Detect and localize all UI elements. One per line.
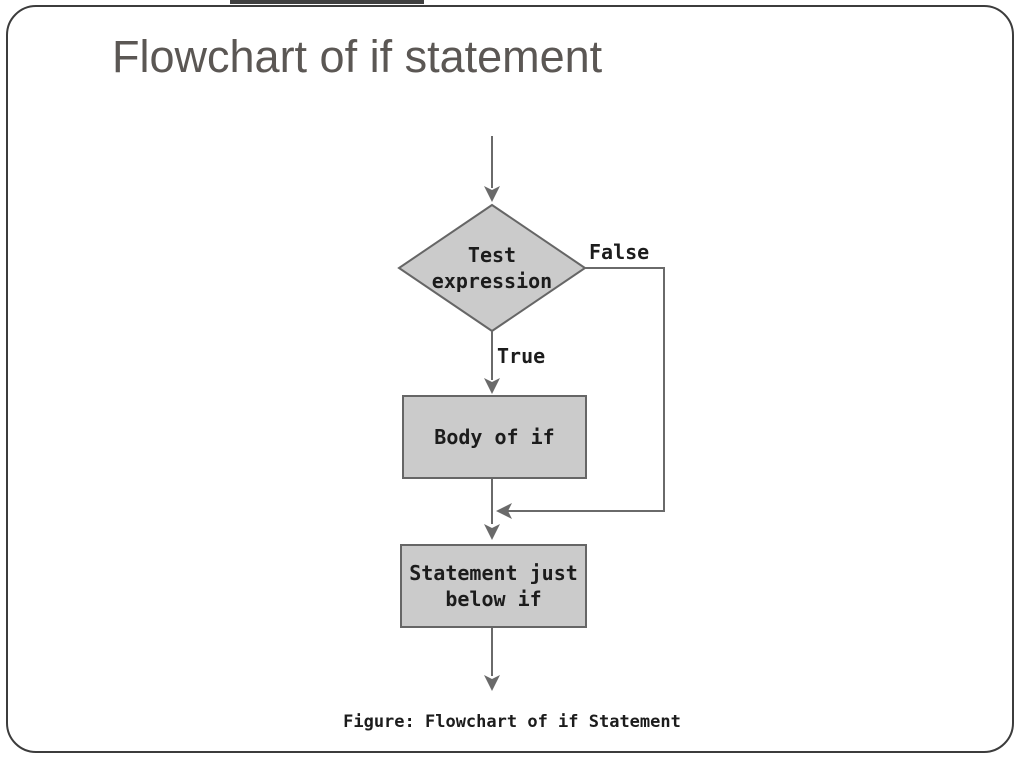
arrowhead-left-icon	[496, 503, 512, 519]
decision-label-line1: Test	[467, 243, 517, 267]
figure-caption: Figure: Flowchart of if Statement	[343, 712, 681, 732]
decision-label: Test expression	[399, 205, 585, 331]
join-arrow	[484, 479, 500, 540]
exit-arrow	[484, 628, 500, 691]
arrowhead-down-icon	[484, 524, 500, 540]
false-return-path	[496, 267, 665, 519]
arrowhead-down-icon	[484, 378, 500, 394]
slide-frame	[6, 5, 1014, 753]
statement-box-line1: Statement just	[409, 561, 578, 585]
arrowhead-down-icon	[484, 186, 500, 202]
arrowhead-down-icon	[484, 675, 500, 691]
statement-box: Statement just below if	[400, 544, 587, 628]
decision-label-line2: expression	[431, 269, 553, 293]
body-box: Body of if	[402, 395, 587, 479]
false-branch-label: False	[589, 240, 650, 264]
true-branch-label: True	[497, 344, 546, 368]
entry-arrow	[484, 136, 500, 202]
body-box-label: Body of if	[434, 425, 555, 449]
slide-title: Flowchart of if statement	[112, 31, 603, 82]
top-edge-bar	[230, 0, 424, 4]
true-arrow	[484, 331, 500, 394]
statement-box-line2: below if	[445, 587, 542, 611]
